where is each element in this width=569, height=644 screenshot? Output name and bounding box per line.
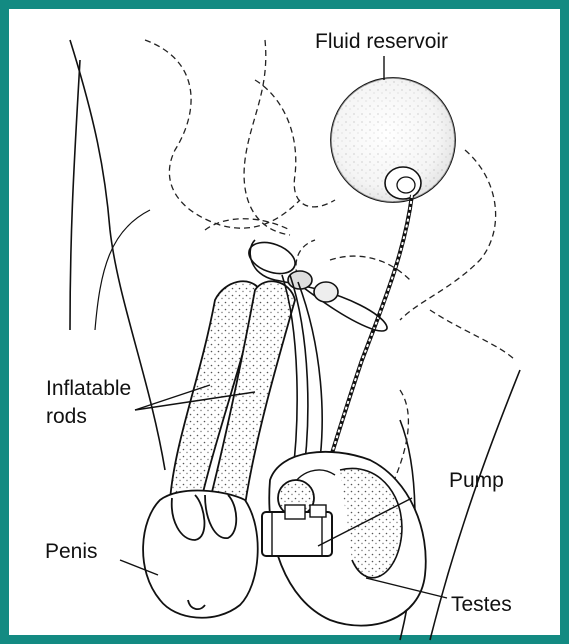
label-penis: Penis [45, 540, 98, 563]
fluid-reservoir [331, 78, 455, 202]
label-rods: rods [46, 405, 87, 428]
label-inflatable: Inflatable [46, 377, 131, 400]
label-fluid-reservoir: Fluid reservoir [315, 30, 448, 53]
label-pump: Pump [449, 469, 504, 492]
label-testes: Testes [451, 593, 512, 616]
penis [143, 491, 258, 618]
